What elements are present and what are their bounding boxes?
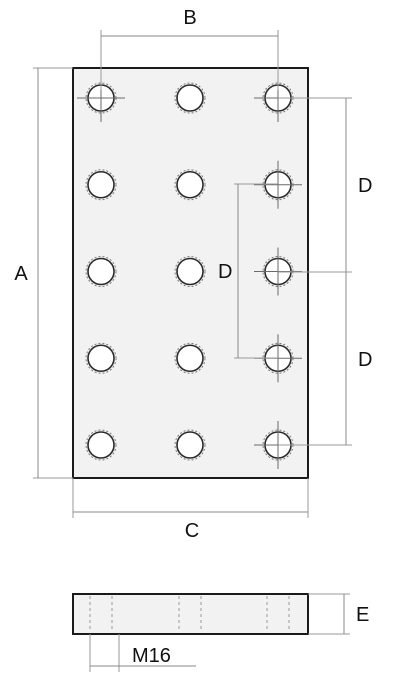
dimension-d-lower-label: D [358,349,372,371]
dimension-b: B [100,7,279,90]
hole-thread [174,342,206,374]
bolt-hole [174,82,206,114]
hole-thread [85,256,117,287]
dimension-d-inner: D [218,183,278,359]
bolt-hole [254,160,302,209]
dimension-d-right: D D [278,97,372,446]
dimension-c-label: C [185,520,199,542]
bolt-hole [174,256,206,287]
dimension-e-label: E [356,604,369,626]
dimension-b-label: B [183,7,196,29]
thread-size-label: M16 [132,645,171,667]
hole-edge [87,170,115,199]
dimension-a-label: A [14,263,28,285]
bolt-hole [174,342,206,374]
thread-callout: M16 [89,634,196,672]
hole-edge [87,257,115,286]
hole-edge [176,257,204,286]
hole-edge [176,431,204,459]
bolt-hole [85,342,117,374]
bolt-hole [174,169,206,201]
hole-thread [174,256,206,287]
dimension-a: A [14,67,73,479]
hole-thread [174,82,206,114]
hole-edge [176,344,204,373]
hole-thread [85,169,117,201]
dimension-d-upper-label: D [358,175,372,197]
hole-thread [85,342,117,374]
hole-edge [87,431,115,459]
plate-top-view [72,67,309,479]
hole-edge [87,344,115,373]
plate-side-view [72,593,309,635]
hole-grid [77,74,302,469]
dimension-e: E [308,593,369,635]
dimension-c: C [72,478,309,542]
bolt-hole [85,429,117,461]
hidden-hole-lines [89,596,290,632]
bolt-hole [85,169,117,201]
hole-thread [174,169,206,201]
hole-edge [176,170,204,199]
dimension-d-inner-label: D [218,261,232,283]
hole-thread [85,429,117,461]
bolt-hole [174,429,206,461]
hole-edge [176,84,204,112]
plate-side-outline [72,593,309,635]
bolt-hole [85,256,117,287]
hole-thread [174,429,206,461]
